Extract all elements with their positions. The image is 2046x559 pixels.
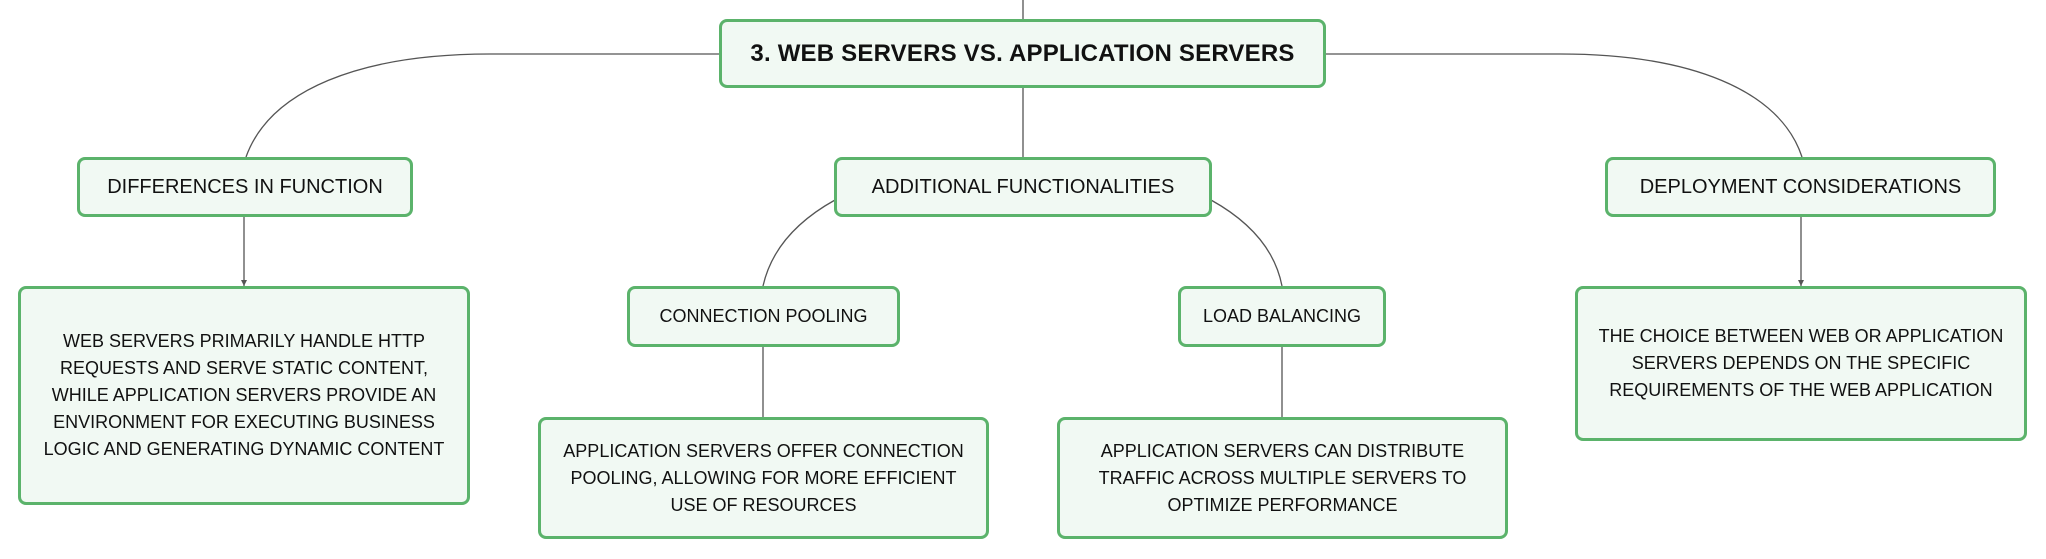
connector-root-differences <box>245 53 720 158</box>
deployment-detail-node[interactable]: THE CHOICE BETWEEN WEB OR APPLICATION SE… <box>1575 286 2027 441</box>
connection-pooling-label: CONNECTION POOLING <box>659 306 868 326</box>
load-balancing-detail-text: APPLICATION SERVERS CAN DISTRIBUTE TRAFF… <box>1098 440 1467 515</box>
additional-functionalities-node[interactable]: ADDITIONAL FUNCTIONALITIES <box>834 157 1212 217</box>
connection-pooling-detail-node[interactable]: APPLICATION SERVERS OFFER CONNECTION POO… <box>538 417 989 539</box>
differences-detail-node[interactable]: WEB SERVERS PRIMARILY HANDLE HTTP REQUES… <box>18 286 470 505</box>
connector-additional-balancing <box>1210 199 1283 287</box>
additional-functionalities-label: ADDITIONAL FUNCTIONALITIES <box>871 175 1175 198</box>
load-balancing-label: LOAD BALANCING <box>1202 306 1362 326</box>
deployment-considerations-label: DEPLOYMENT CONSIDERATIONS <box>1639 175 1962 198</box>
connection-pooling-detail-text: APPLICATION SERVERS OFFER CONNECTION POO… <box>563 440 964 515</box>
connector-additional-pooling <box>762 199 836 287</box>
connector-root-deployment <box>1326 53 1803 158</box>
differences-label: DIFFERENCES IN FUNCTION <box>107 175 383 198</box>
deployment-considerations-node[interactable]: DEPLOYMENT CONSIDERATIONS <box>1605 157 1996 217</box>
root-label: 3. WEB SERVERS VS. APPLICATION SERVERS <box>750 39 1295 67</box>
deployment-detail-text: THE CHOICE BETWEEN WEB OR APPLICATION SE… <box>1598 326 2004 400</box>
load-balancing-node[interactable]: LOAD BALANCING <box>1178 286 1386 347</box>
differences-node[interactable]: DIFFERENCES IN FUNCTION <box>77 157 413 217</box>
root-node[interactable]: 3. WEB SERVERS VS. APPLICATION SERVERS <box>719 19 1326 88</box>
connection-pooling-node[interactable]: CONNECTION POOLING <box>627 286 900 347</box>
load-balancing-detail-node[interactable]: APPLICATION SERVERS CAN DISTRIBUTE TRAFF… <box>1057 417 1508 539</box>
differences-detail-text: WEB SERVERS PRIMARILY HANDLE HTTP REQUES… <box>43 331 445 459</box>
